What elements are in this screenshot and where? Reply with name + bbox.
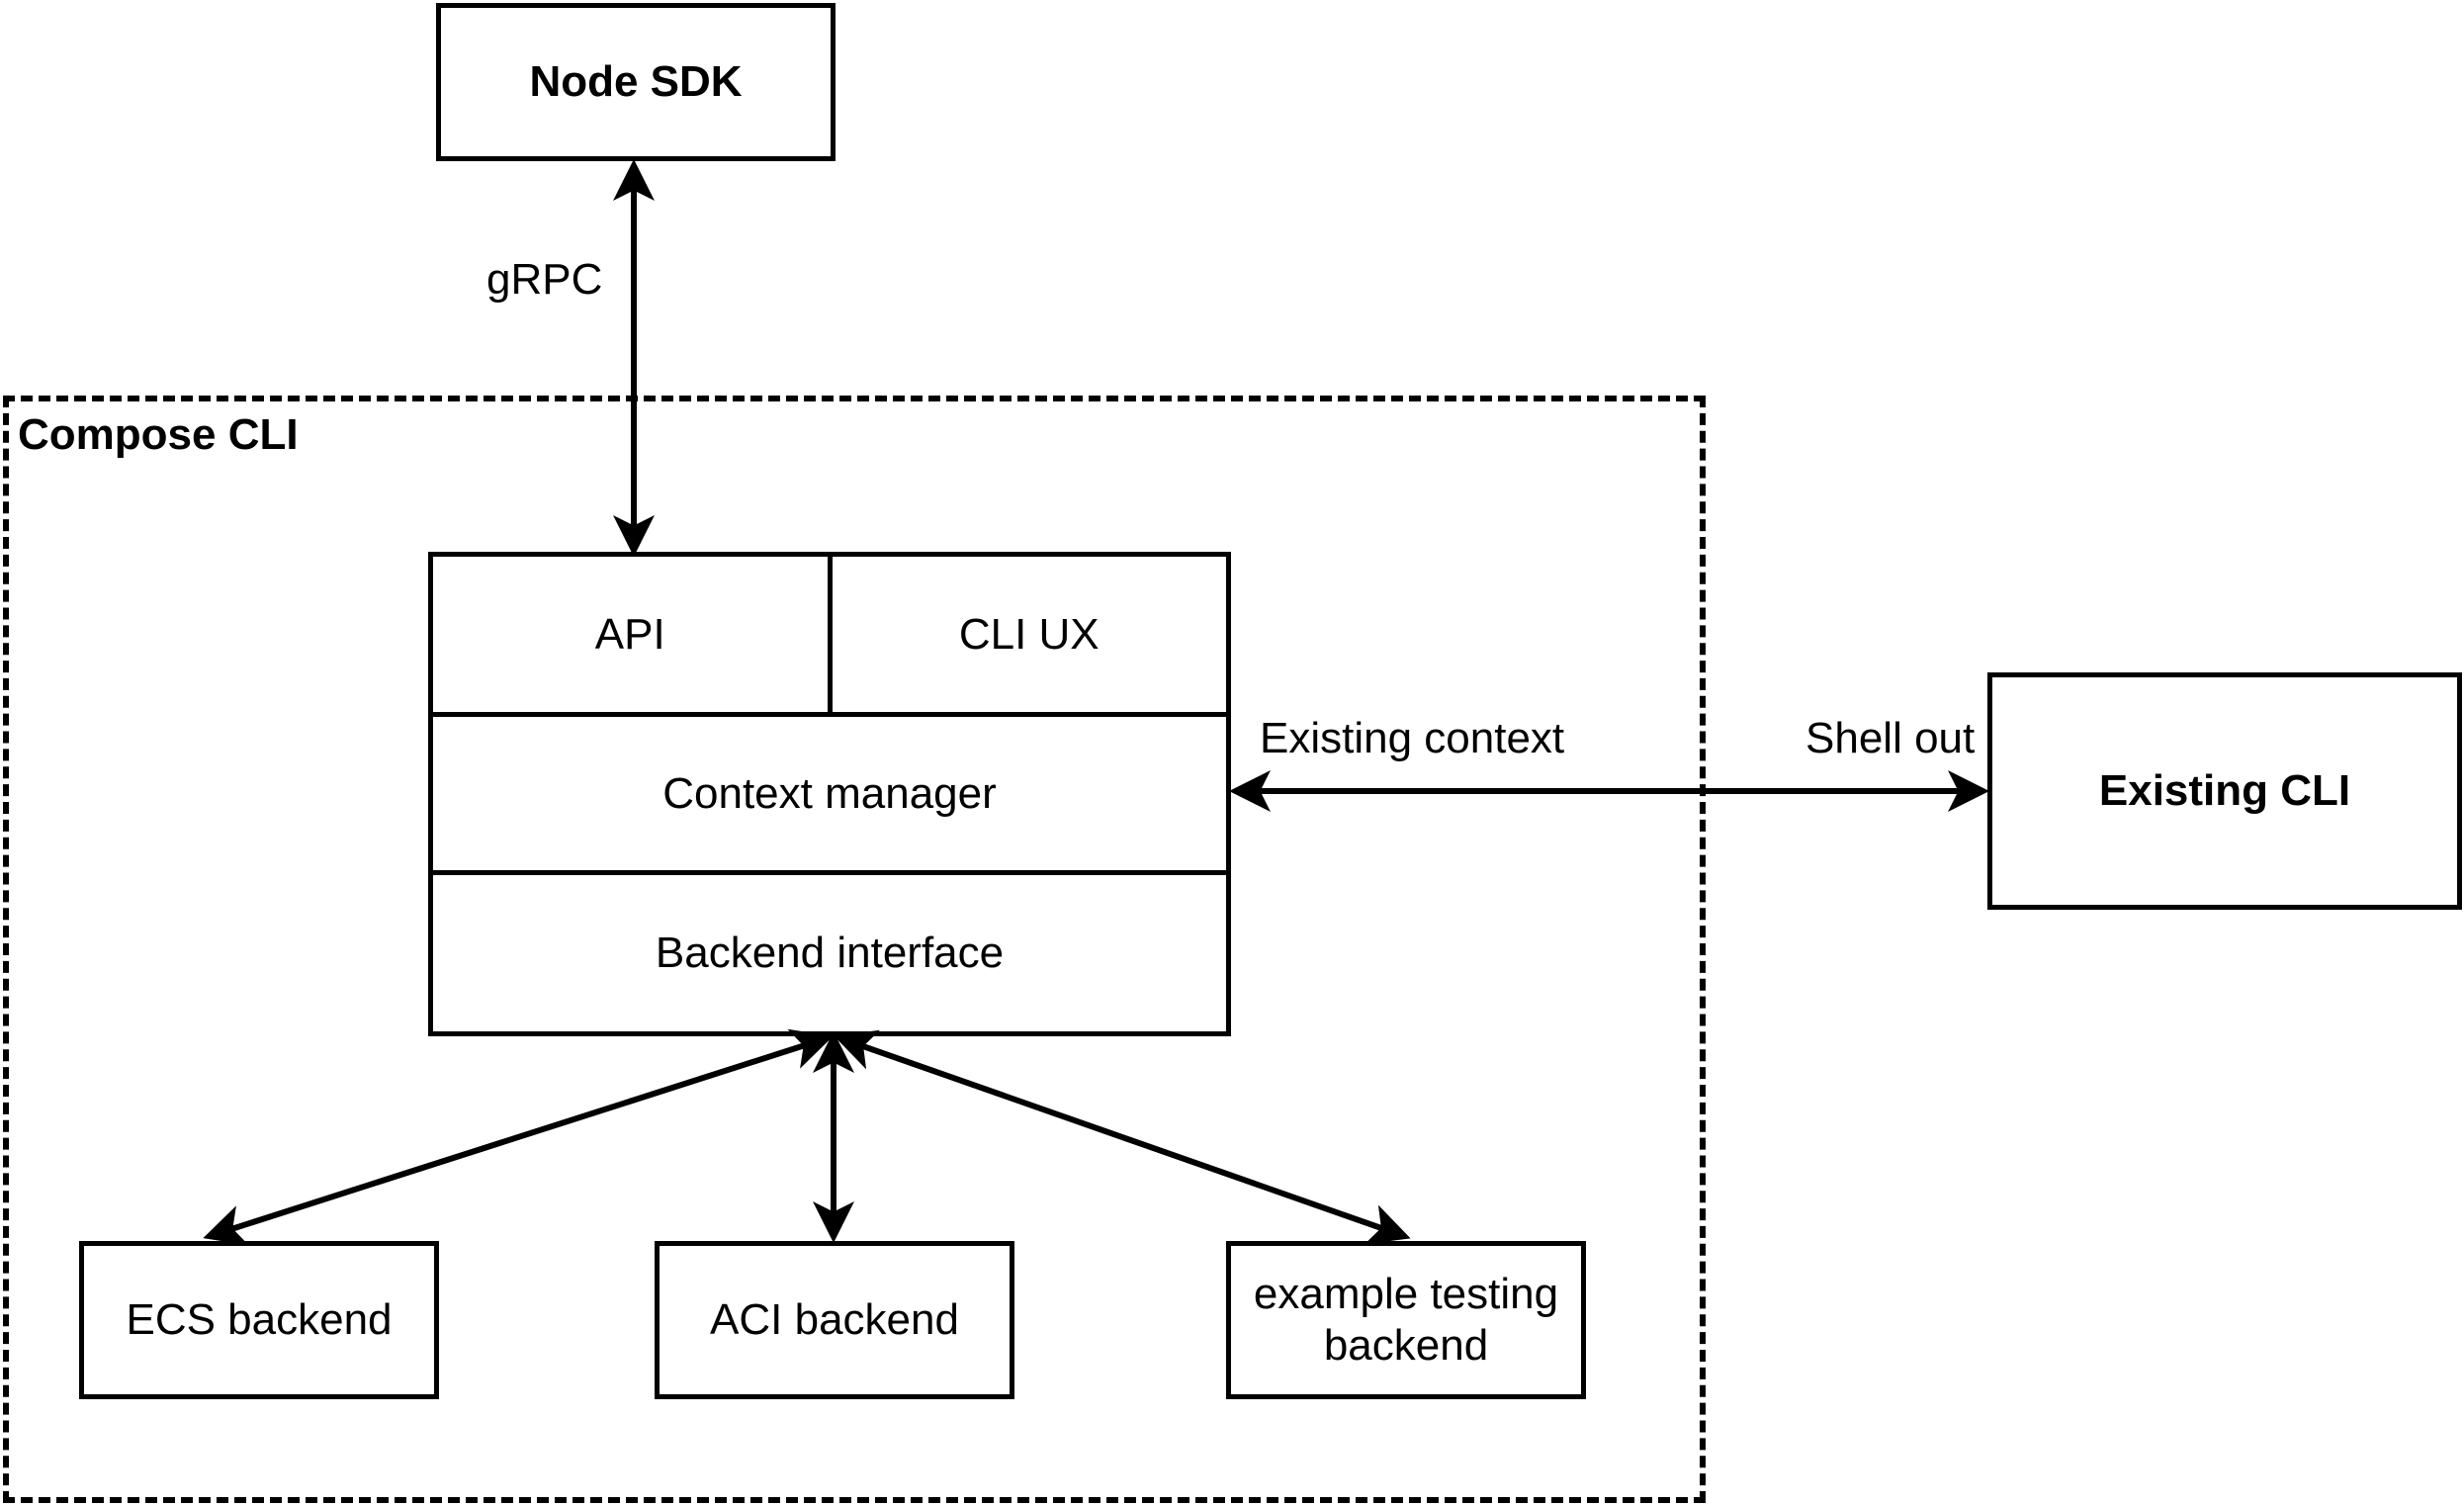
aci-backend-box[interactable]: ACI backend	[655, 1241, 1014, 1399]
stack-cell-cli-ux[interactable]: CLI UX	[833, 557, 1227, 712]
stack-cell-api[interactable]: API	[433, 557, 833, 712]
stack-cell-backend-interface[interactable]: Backend interface	[433, 875, 1226, 1031]
existing-cli-box[interactable]: Existing CLI	[1987, 672, 2462, 910]
node-sdk-label: Node SDK	[529, 57, 743, 107]
compose-cli-stack: API CLI UX Context manager Backend inter…	[428, 552, 1231, 1036]
existing-context-edge-label: Existing context	[1260, 714, 1565, 762]
existing-cli-label: Existing CLI	[2098, 766, 2351, 816]
cli-ux-label: CLI UX	[958, 609, 1100, 659]
api-label: API	[594, 609, 665, 659]
grpc-edge-label: gRPC	[486, 255, 603, 304]
ecs-backend-box[interactable]: ECS backend	[79, 1241, 439, 1399]
stack-row-backend-interface: Backend interface	[433, 875, 1226, 1031]
example-testing-backend-box[interactable]: example testing backend	[1226, 1241, 1586, 1399]
aci-backend-label: ACI backend	[710, 1295, 959, 1345]
node-sdk-box[interactable]: Node SDK	[436, 3, 836, 161]
compose-cli-group-boundary	[3, 396, 1706, 1503]
context-manager-label: Context manager	[662, 768, 997, 818]
compose-cli-group-label: Compose CLI	[18, 410, 299, 459]
backend-interface-label: Backend interface	[655, 929, 1005, 977]
stack-cell-context-manager[interactable]: Context manager	[433, 717, 1226, 870]
stack-row-api-cliux: API CLI UX	[433, 557, 1226, 717]
shell-out-edge-label: Shell out	[1805, 714, 1976, 762]
example-testing-backend-label: example testing backend	[1253, 1270, 1559, 1370]
stack-row-context-manager: Context manager	[433, 717, 1226, 875]
ecs-backend-label: ECS backend	[126, 1295, 393, 1345]
